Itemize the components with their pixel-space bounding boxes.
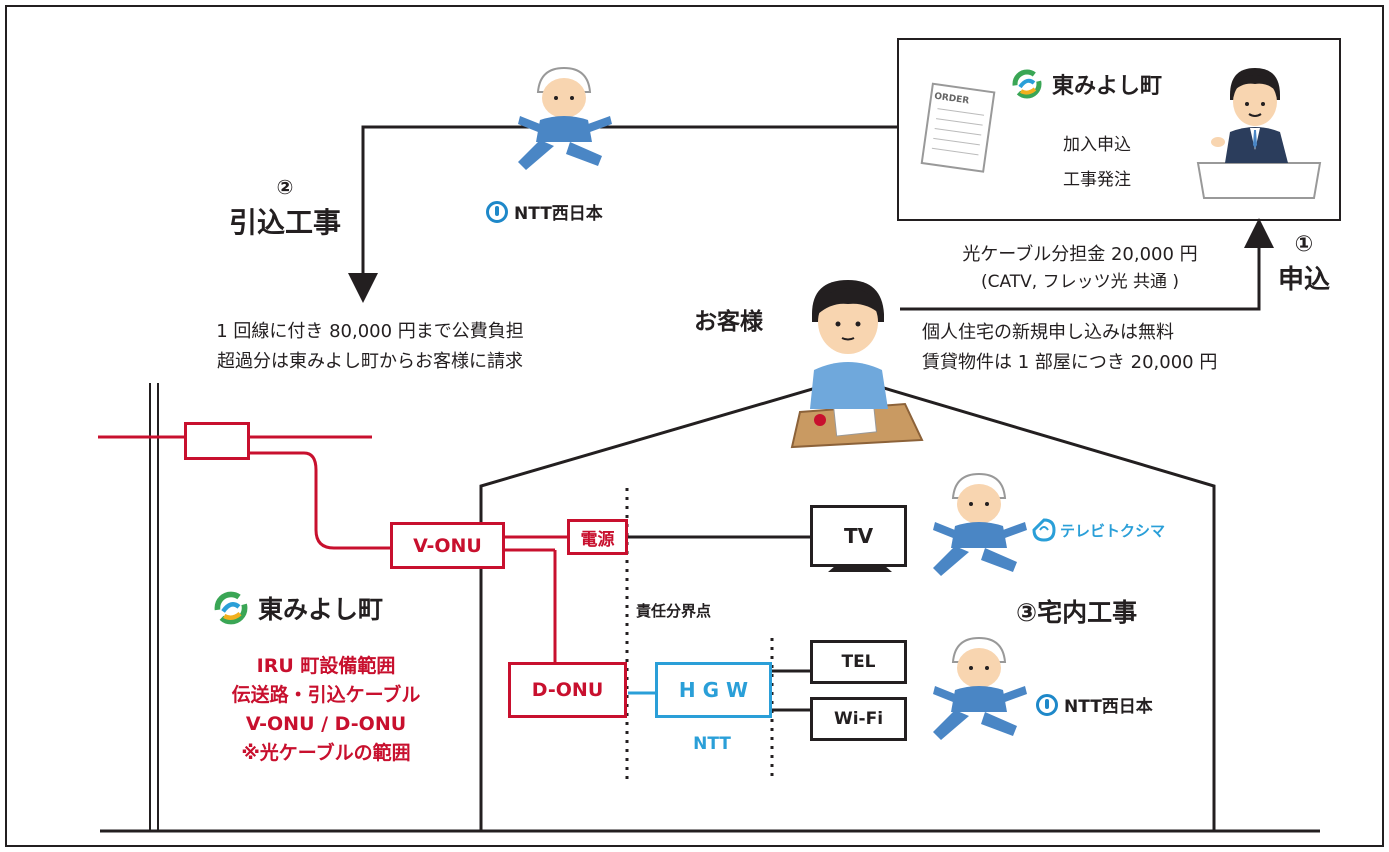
office-order-label: 工事発注 bbox=[1063, 170, 1131, 190]
tv-stand bbox=[828, 566, 892, 572]
tokushima-logo-icon bbox=[1032, 518, 1056, 542]
tel-box: TEL bbox=[810, 640, 907, 684]
office-town-name: 東みよし町 bbox=[1052, 74, 1163, 99]
scope-line-iru: IRU 町設備範囲 bbox=[256, 655, 396, 677]
tokushima-logo-text: テレビトクシマ bbox=[1060, 521, 1166, 540]
step2-label: 引込工事 bbox=[228, 206, 341, 239]
order-arrow bbox=[348, 125, 898, 303]
outer-frame bbox=[5, 5, 1384, 847]
cable-fee-text: 光ケーブル分担金 20,000 円 bbox=[962, 244, 1198, 265]
hgw-owner-label: NTT bbox=[693, 734, 731, 754]
step1-number: ① bbox=[1294, 232, 1314, 257]
customer-label: お客様 bbox=[694, 309, 763, 335]
ntt-worker-bottom-icon bbox=[933, 636, 1027, 740]
rental-fee-text: 賃貸物件は 1 部屋につき 20,000 円 bbox=[922, 352, 1218, 373]
office-clerk-icon bbox=[1211, 68, 1288, 163]
reception-counter bbox=[1196, 162, 1322, 199]
ntt-logo-top: NTT西日本 bbox=[486, 199, 603, 224]
ntt-logo-bottom: NTT西日本 bbox=[1036, 692, 1153, 717]
d-onu-box: D-ONU bbox=[508, 662, 627, 718]
town-logo-icon bbox=[214, 591, 248, 625]
cable-splitter bbox=[184, 422, 250, 460]
subsidy-line1: 1 回線に付き 80,000 円まで公費負担 bbox=[216, 321, 524, 342]
tv-worker-icon bbox=[933, 472, 1027, 576]
step1-label: 申込 bbox=[1277, 265, 1330, 295]
customer-stamp bbox=[814, 414, 826, 426]
new-home-fee-text: 個人住宅の新規申し込みは無料 bbox=[922, 322, 1174, 343]
scope-line-note: ※光ケーブルの範囲 bbox=[241, 742, 411, 764]
office-box bbox=[897, 38, 1341, 221]
ntt-logo-bottom-text: NTT西日本 bbox=[1064, 697, 1153, 717]
subsidy-line2: 超過分は東みよし町からお客様に請求 bbox=[217, 351, 523, 372]
tv-box: TV bbox=[810, 505, 907, 567]
power-box: 電源 bbox=[567, 519, 628, 555]
office-application-label: 加入申込 bbox=[1063, 135, 1131, 155]
scope-line-cable: 伝送路・引込ケーブル bbox=[231, 684, 421, 706]
hgw-box: H G W bbox=[655, 662, 772, 718]
ntt-worker-top-icon bbox=[518, 66, 612, 170]
drop-cable bbox=[250, 451, 390, 550]
ntt-logo-top-text: NTT西日本 bbox=[514, 204, 603, 224]
scope-town-logo: 東みよし町 bbox=[214, 590, 383, 626]
scope-line-onu: V-ONU / D-ONU bbox=[245, 713, 407, 735]
ntt-logo-icon bbox=[486, 200, 508, 223]
step3-label: ③宅内工事 bbox=[1016, 598, 1138, 627]
customer-icon bbox=[810, 280, 888, 409]
application-arrow bbox=[900, 218, 1274, 311]
scope-town-name: 東みよし町 bbox=[258, 595, 384, 624]
ntt-logo-icon bbox=[1036, 693, 1058, 716]
cable-fee-note: (CATV, フレッツ光 共通 ) bbox=[980, 272, 1180, 292]
boundary-label: 責任分界点 bbox=[636, 602, 712, 620]
office-town-logo: 東みよし町 bbox=[1012, 68, 1162, 100]
step2-number: ② bbox=[276, 175, 294, 199]
order-sheet bbox=[920, 82, 996, 173]
wifi-box: Wi-Fi bbox=[810, 697, 907, 741]
v-onu-box: V-ONU bbox=[390, 522, 505, 569]
town-logo-icon bbox=[1012, 69, 1042, 99]
tv-tokushima-logo: テレビトクシマ bbox=[1032, 518, 1165, 542]
